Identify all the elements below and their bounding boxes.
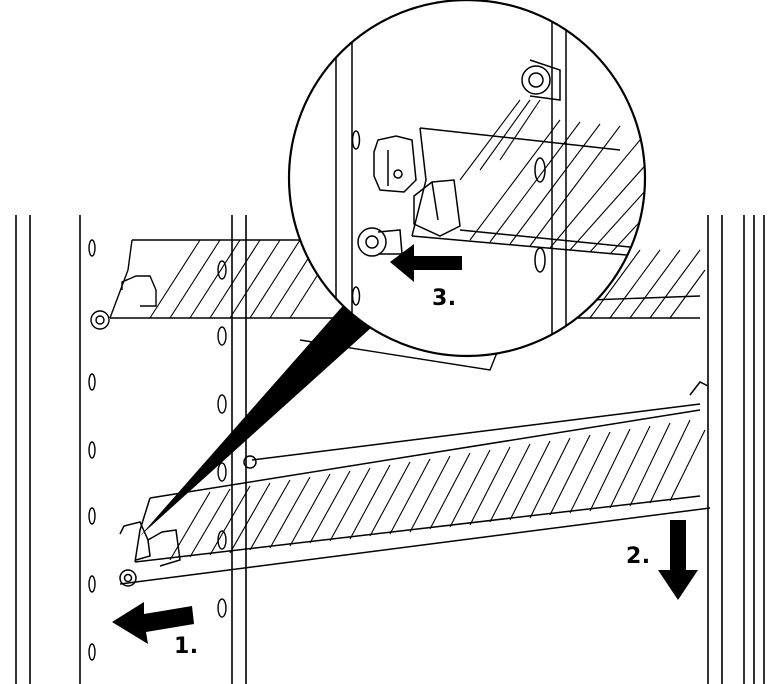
callout-wedge <box>140 292 382 536</box>
arrow-down-icon <box>658 520 698 600</box>
zoom-callout <box>287 0 647 358</box>
step-3-label: 3. <box>432 286 457 311</box>
cabinet-walls <box>15 215 765 684</box>
peg-holes-left <box>88 239 227 661</box>
step-2-label: 2. <box>626 544 651 569</box>
arrow-left-icon <box>390 244 462 282</box>
arrow-left-icon <box>112 602 194 644</box>
step-1-label: 1. <box>174 634 199 659</box>
lower-wire-shelf <box>119 381 711 587</box>
